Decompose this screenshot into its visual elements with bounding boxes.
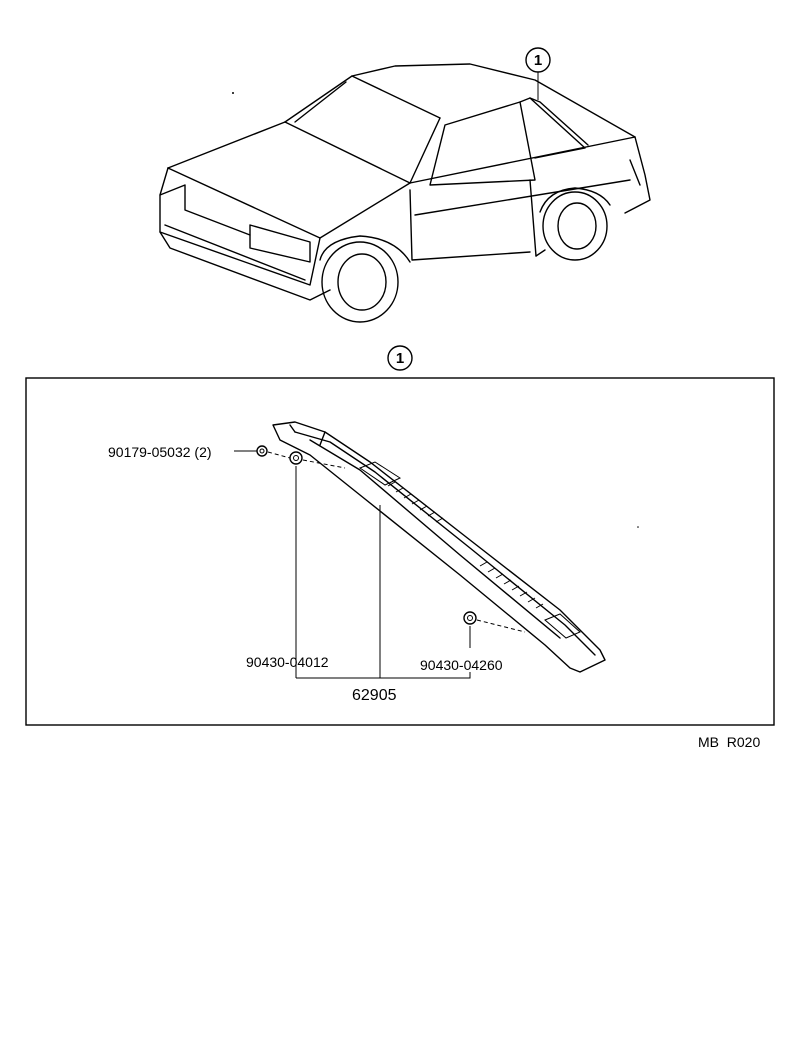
car-illustration: 1 [159, 47, 651, 323]
diagram-code: MB R020 [698, 734, 760, 750]
screw-front-fastener [289, 451, 346, 678]
screw-front-part-number: 90430-04012 [246, 654, 329, 670]
detail-callout: 1 [387, 345, 413, 371]
roof-drip-moulding [272, 421, 606, 673]
clip-part-number: 90179-05032 (2) [108, 444, 212, 460]
detail-frame [25, 377, 775, 726]
screw-rear-part-number: 90430-04260 [420, 657, 503, 673]
assembly-part-number: 62905 [352, 687, 397, 704]
detail-callout-number: 1 [396, 350, 404, 367]
screw-rear-fastener [463, 611, 526, 648]
assembly-bracket [296, 672, 471, 679]
clip-fastener [234, 445, 291, 459]
car-callout-number: 1 [534, 52, 542, 69]
